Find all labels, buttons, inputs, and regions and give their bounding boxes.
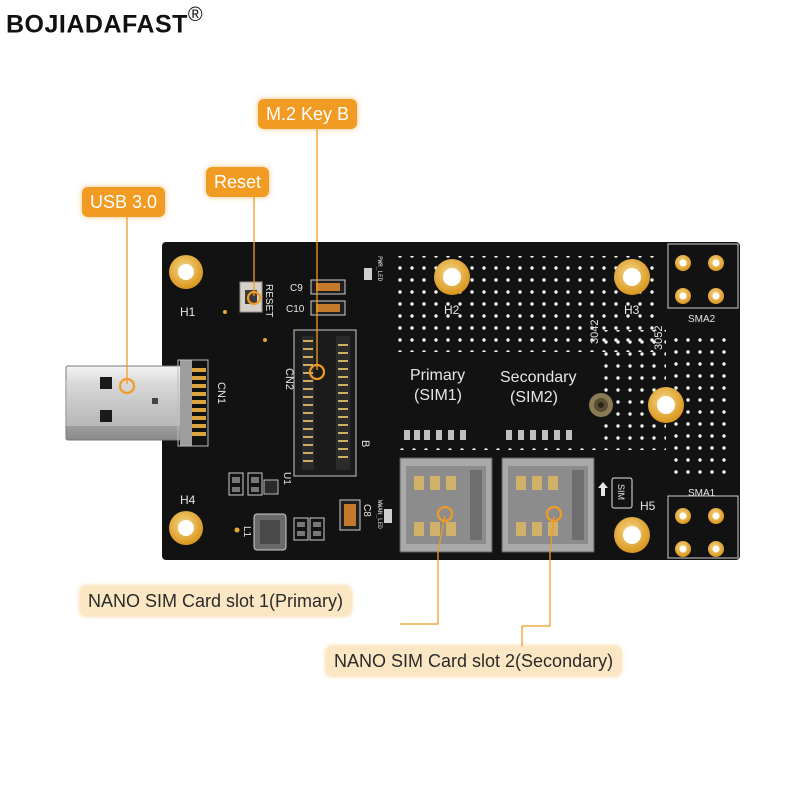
sim-smd-parts [364, 268, 572, 523]
callout-reset: Reset [206, 167, 270, 197]
label-cn1: CN1 [215, 382, 227, 404]
label-3052: 3052 [653, 326, 665, 350]
mounting-hole-h3 [614, 259, 650, 295]
label-h5: H5 [640, 499, 656, 513]
capacitors-c9-c10 [310, 279, 346, 316]
callout-sim-slot-1: NANO SIM Card slot 1(Primary) [80, 586, 352, 616]
cn1-header [177, 359, 209, 447]
reset-button-part [239, 281, 263, 313]
callout-lines [126, 128, 555, 650]
mounting-hole-h1 [169, 255, 203, 289]
label-key-b: B [359, 440, 371, 447]
label-wwan-led: WWAN_LED [376, 500, 383, 529]
mounting-hole-center [648, 387, 684, 423]
m2-connector [293, 329, 357, 477]
callout-m2-key-b: M.2 Key B [258, 99, 358, 129]
callout-usb-3: USB 3.0 [82, 187, 166, 217]
label-sim: SIM [616, 484, 626, 500]
label-h1: H1 [180, 305, 196, 319]
sim-slot-1 [399, 457, 493, 553]
mounting-hole-h5 [614, 517, 650, 553]
label-pwr-led: PWR_LED [376, 256, 383, 282]
m2-pins [303, 340, 348, 462]
callout-markers [118, 290, 563, 523]
power-components [223, 310, 361, 551]
label-l1: L1 [241, 526, 252, 538]
label-h4: H4 [180, 493, 196, 507]
label-reset: RESET [263, 284, 274, 317]
label-sim2: (SIM2) [510, 389, 558, 406]
mounting-hole-h2 [434, 259, 470, 295]
brand-logo: BOJIADAFAST® [6, 4, 204, 39]
callout-sim-slot-2: NANO SIM Card slot 2(Secondary) [326, 646, 622, 676]
standoff-screw [589, 393, 613, 417]
label-primary: Primary [410, 367, 465, 384]
label-3042: 3042 [589, 320, 601, 344]
label-h2: H2 [444, 303, 460, 317]
sma2-pads [675, 255, 724, 304]
label-cn2: CN2 [283, 368, 295, 390]
sma1-pads [675, 508, 724, 557]
label-sma2: SMA2 [688, 314, 716, 325]
registered-mark: ® [187, 4, 204, 26]
label-u1: U1 [281, 472, 292, 485]
label-sma1: SMA1 [688, 488, 716, 499]
label-c10: C10 [286, 304, 305, 315]
label-c9: C9 [290, 283, 303, 294]
label-secondary: Secondary [500, 369, 577, 386]
mounting-hole-h4 [169, 511, 203, 545]
usb-connector [65, 360, 192, 446]
sim-slot-2 [501, 457, 595, 553]
brand-name: BOJIADAFAST [6, 10, 188, 39]
sim-insert-indicator [598, 477, 633, 509]
label-c8: C8 [361, 504, 372, 517]
label-sim1: (SIM1) [414, 387, 462, 404]
label-h3: H3 [624, 303, 640, 317]
